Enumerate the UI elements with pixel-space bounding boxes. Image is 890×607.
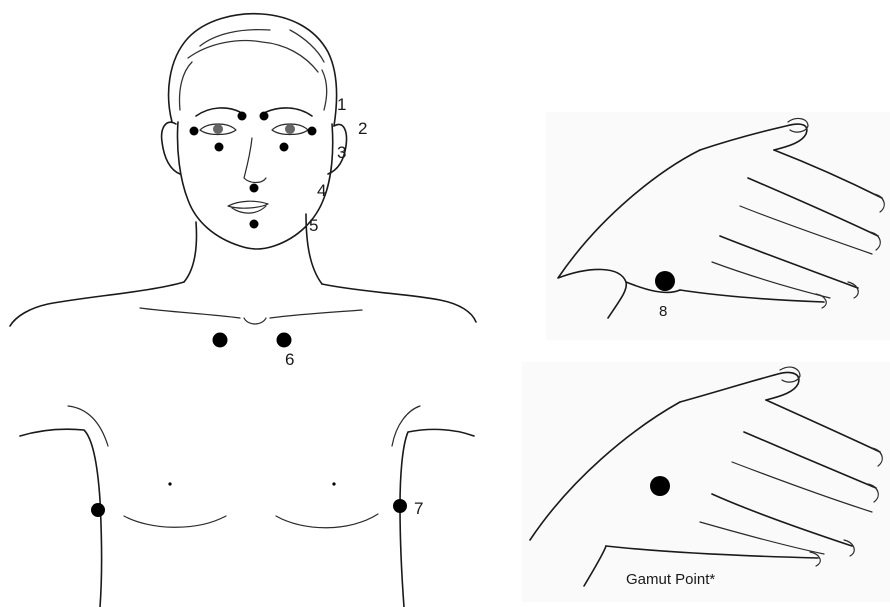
label-gamut: Gamut Point* [626, 571, 715, 588]
point-under-eye-left [215, 143, 224, 152]
point-collarbone-left [213, 333, 228, 348]
hand-panel-bg [546, 112, 890, 340]
right-arm-top [400, 429, 474, 607]
label-6: 6 [285, 350, 294, 369]
head-figure [162, 14, 347, 284]
mouth-lower [232, 206, 266, 213]
label-3: 3 [337, 143, 346, 162]
left-shoulder [10, 282, 184, 326]
nose [244, 138, 266, 183]
sternal-notch [244, 318, 266, 324]
torso-figure [10, 282, 476, 607]
hair-strands [180, 30, 327, 110]
neck-left [184, 222, 197, 282]
left-arm-top [20, 429, 102, 607]
right-shoulder [322, 284, 476, 322]
point-underarm-right [393, 499, 407, 513]
right-eyebrow [266, 108, 312, 116]
point-chin [250, 220, 259, 229]
face-points [190, 112, 317, 229]
left-collarbone [140, 308, 240, 318]
point-gamut [650, 476, 670, 496]
label-1: 1 [337, 95, 346, 114]
right-collarbone [270, 310, 362, 318]
point-eyebrow-left [238, 112, 247, 121]
mouth-upper [228, 201, 268, 208]
point-under-nose [250, 184, 259, 193]
label-7: 7 [414, 499, 423, 518]
point-collarbone-right [277, 333, 292, 348]
left-pupil [213, 124, 223, 134]
hand-panel-gamut [522, 362, 890, 602]
point-eyebrow-right [260, 112, 269, 121]
label-2: 2 [358, 119, 367, 138]
left-eyebrow [196, 108, 240, 116]
right-pupil [285, 124, 295, 134]
hand-panel-karate [546, 112, 890, 340]
label-4: 4 [317, 181, 326, 200]
point-underarm-left [91, 503, 105, 517]
right-pec [276, 514, 378, 528]
point-side-eye-left [190, 127, 199, 136]
hair-outline [169, 14, 337, 126]
label-8: 8 [659, 303, 667, 320]
point-side-eye-right [308, 127, 317, 136]
right-nipple [332, 482, 335, 485]
label-5: 5 [309, 216, 318, 235]
left-nipple [168, 482, 171, 485]
point-karate-chop [655, 271, 675, 291]
point-under-eye-right [280, 143, 289, 152]
left-pec [124, 516, 226, 527]
left-armpit [68, 406, 108, 446]
